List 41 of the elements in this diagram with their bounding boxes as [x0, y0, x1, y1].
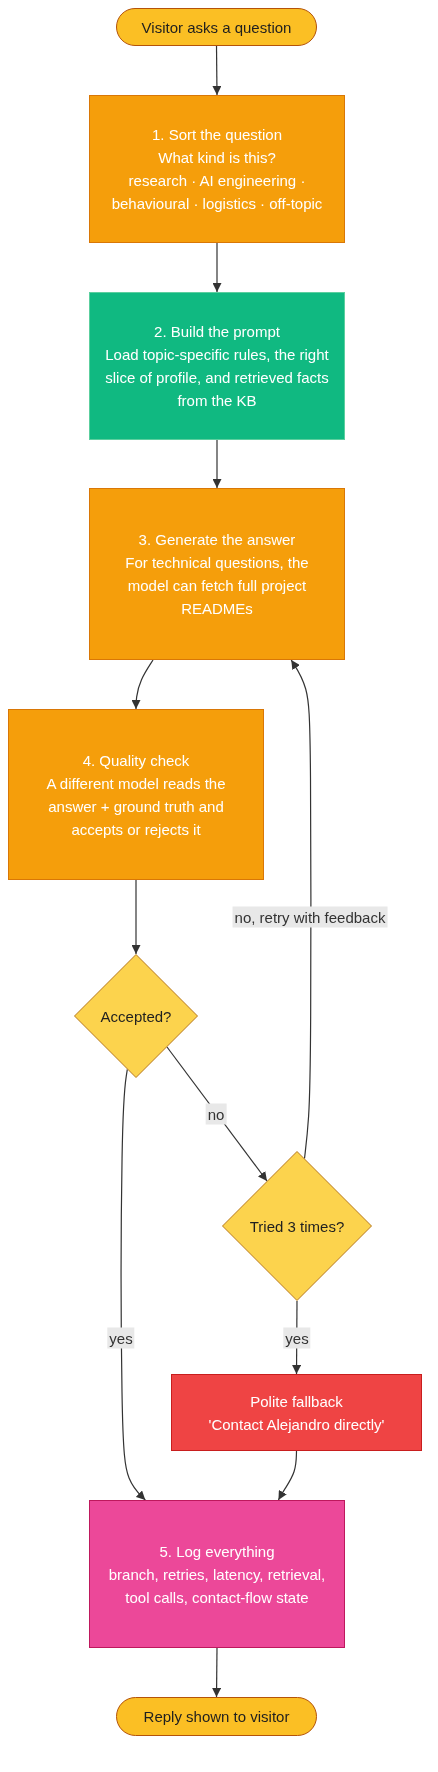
- arrow: [212, 439, 222, 489]
- step-description: branch, retries, latency, retrieval, tool calls, contact-flow state: [107, 1564, 327, 1608]
- node-label: Tried 3 times?: [249, 1216, 345, 1237]
- edge-label: yes: [107, 1327, 135, 1349]
- edge-label: no: [205, 1103, 227, 1125]
- terminal-pill: [116, 8, 317, 46]
- arrow: [131, 879, 141, 955]
- arrow: [131, 659, 154, 710]
- step-description: 'Contact Alejandro directly': [208, 1414, 385, 1435]
- step-title: 4. Quality check: [82, 750, 190, 771]
- step-title: 5. Log everything: [159, 1541, 275, 1562]
- step-description: What kind is this?: [158, 148, 276, 168]
- edge-label: yes: [283, 1327, 311, 1349]
- process-box: [8, 709, 264, 880]
- step-title: 1. Sort the question: [151, 125, 283, 145]
- arrow: [290, 659, 312, 1160]
- arrow: [166, 1046, 268, 1182]
- node-label: Reply shown to visitor: [143, 1707, 290, 1727]
- step-title: 2. Build the prompt: [154, 322, 280, 342]
- step-description: For technical questions, the model can fetch full project READMEs: [124, 553, 310, 619]
- step-title: Polite fallback: [250, 1391, 343, 1412]
- step-description: research · AI engineering · behavioural · logistics · off-topic: [110, 171, 324, 214]
- arrow: [277, 1450, 298, 1501]
- step-title: 3. Generate the answer: [138, 530, 296, 550]
- edge-label: no, retry with feedback: [232, 906, 388, 928]
- process-box: [89, 488, 345, 660]
- step-description: Load topic-specific rules, the right slice of profile, and retrieved facts from the KB: [104, 345, 330, 411]
- decision-diamond: [222, 1151, 372, 1301]
- arrow: [212, 1647, 222, 1698]
- process-box: [171, 1374, 422, 1451]
- step-description: A different model reads the answer + ground truth and accepts or rejects it: [45, 773, 227, 840]
- arrow: [120, 1068, 146, 1501]
- terminal-pill: [116, 1697, 317, 1736]
- process-box: [89, 1500, 345, 1648]
- arrow: [212, 45, 222, 96]
- decision-diamond: [74, 954, 198, 1078]
- node-label: Visitor asks a question: [141, 17, 292, 38]
- node-label: Accepted?: [100, 1006, 172, 1027]
- arrow: [212, 242, 222, 293]
- process-box: [89, 292, 345, 440]
- process-box: [89, 95, 345, 243]
